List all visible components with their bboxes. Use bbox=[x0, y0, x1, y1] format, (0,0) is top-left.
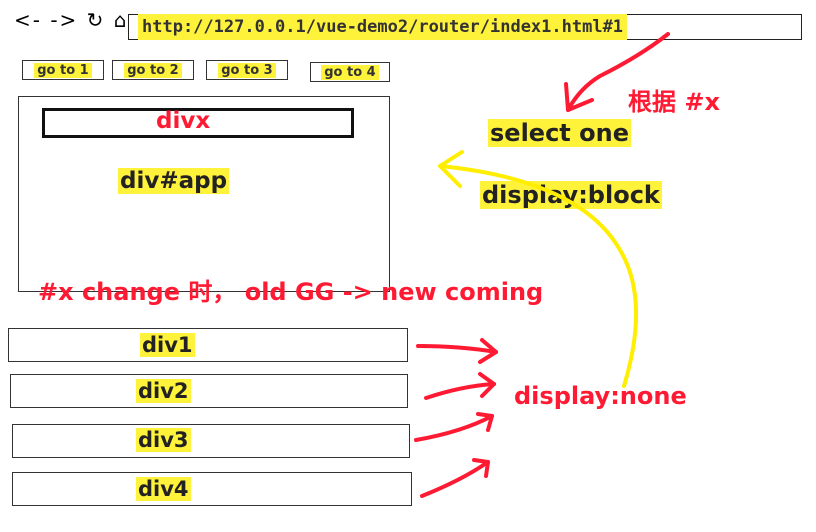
display-none-label: display:none bbox=[514, 382, 687, 410]
div3-label: div3 bbox=[136, 428, 191, 452]
go-to-4-label: go to 4 bbox=[321, 64, 379, 80]
div4-box bbox=[12, 472, 412, 506]
row1-arrow-head bbox=[478, 338, 498, 364]
yellow-arrow bbox=[438, 164, 639, 388]
yellow-arrow-head bbox=[438, 150, 464, 188]
div1-box bbox=[8, 328, 408, 362]
hash-arrow bbox=[566, 32, 670, 112]
display-block-label: display:block bbox=[480, 181, 662, 209]
go-to-1-button[interactable]: go to 1 bbox=[22, 60, 104, 80]
row4-arrow bbox=[420, 460, 490, 498]
div3-box bbox=[12, 424, 410, 458]
browser-nav-icons[interactable]: <- -> ↻ ⌂ bbox=[14, 8, 129, 32]
go-to-2-button[interactable]: go to 2 bbox=[112, 60, 194, 80]
go-to-1-label: go to 1 bbox=[34, 62, 92, 78]
divx-box bbox=[42, 108, 354, 138]
row3-arrow-head bbox=[476, 412, 494, 432]
hash-note: 根据 #x bbox=[628, 88, 720, 116]
hash-change-note: #x change 时， old GG -> new coming bbox=[38, 278, 544, 306]
row4-arrow-head bbox=[472, 458, 490, 478]
div4-label: div4 bbox=[136, 477, 191, 501]
address-url: http://127.0.0.1/vue-demo2/router/index1… bbox=[138, 14, 628, 40]
div1-label: div1 bbox=[140, 333, 195, 357]
app-container bbox=[18, 96, 390, 292]
select-one-label: select one bbox=[488, 119, 631, 147]
row1-arrow bbox=[416, 344, 498, 354]
go-to-3-label: go to 3 bbox=[218, 62, 276, 78]
hash-arrow-head bbox=[564, 82, 594, 112]
go-to-4-button[interactable]: go to 4 bbox=[310, 62, 390, 82]
div2-label: div2 bbox=[136, 379, 191, 403]
row2-arrow bbox=[424, 382, 496, 400]
div2-box bbox=[10, 374, 408, 408]
row3-arrow bbox=[414, 414, 494, 442]
row2-arrow-head bbox=[478, 372, 496, 398]
go-to-2-label: go to 2 bbox=[124, 62, 182, 78]
app-label: div#app bbox=[118, 168, 230, 194]
divx-label: divx bbox=[156, 108, 211, 134]
go-to-3-button[interactable]: go to 3 bbox=[206, 60, 288, 80]
